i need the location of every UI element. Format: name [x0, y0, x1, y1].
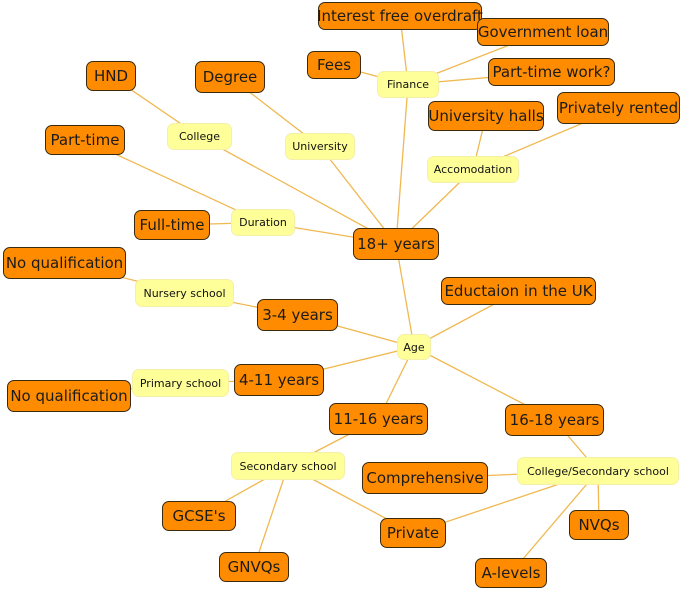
connector-y18-university [319, 146, 397, 245]
node-no-qualification-nursery: No qualification [3, 247, 126, 279]
node-secondary-school: Secondary school [232, 453, 344, 479]
node-interest-free-overdraft: Interest free overdraft [317, 2, 483, 30]
node-18-plus-years: 18+ years [353, 228, 439, 260]
node-privately-rented: Privately rented [557, 92, 680, 124]
node-part-time: Part-time [45, 125, 125, 155]
node-university-halls: University halls [428, 101, 544, 131]
node-4-11-years: 4-11 years [234, 364, 324, 396]
node-degree: Degree [195, 61, 265, 93]
node-college: College [168, 124, 231, 149]
node-university: University [286, 134, 354, 159]
node-part-time-work: Part-time work? [488, 58, 615, 86]
node-hnd: HND [86, 61, 136, 91]
node-private: Private [380, 518, 446, 548]
connector-y18-finance [395, 84, 409, 245]
node-gcses: GCSE's [162, 501, 236, 531]
node-nvqs: NVQs [569, 510, 629, 540]
node-age: Age [398, 335, 430, 359]
node-no-qualification-primary: No qualification [7, 380, 131, 412]
node-primary-school: Primary school [133, 370, 228, 396]
node-government-loan: Government loan [477, 18, 609, 46]
node-finance: Finance [378, 72, 438, 97]
connector-age-y18 [395, 243, 415, 348]
node-education-in-the-uk: Eductaion in the UK [441, 277, 596, 305]
connector-secondary-gnvq [253, 465, 289, 568]
node-gnvqs: GNVQs [219, 552, 289, 582]
node-accomodation: Accomodation [428, 157, 518, 182]
node-16-18-years: 16-18 years [505, 404, 604, 436]
node-college-secondary-school: College/Secondary school [518, 458, 678, 484]
connector-college_secondary-alevels [510, 470, 599, 574]
node-11-16-years: 11-16 years [329, 403, 428, 435]
node-3-4-years: 3-4 years [257, 299, 338, 331]
node-comprehensive: Comprehensive [362, 462, 488, 494]
connector-y18-college [199, 135, 397, 245]
node-fees: Fees [307, 51, 361, 79]
node-full-time: Full-time [134, 210, 210, 240]
node-nursery-school: Nursery school [136, 280, 233, 306]
node-duration: Duration [232, 210, 294, 235]
node-a-levels: A-levels [475, 558, 547, 588]
